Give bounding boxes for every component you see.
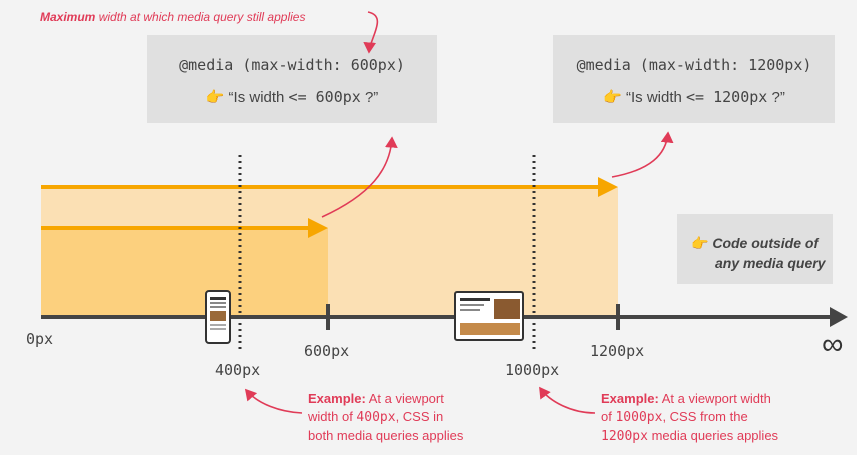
media-query-600-question: 👉 “Is width <= 600px ?” bbox=[205, 88, 379, 106]
range-600-band bbox=[41, 228, 328, 317]
media-query-600-box: @media (max-width: 600px) 👉 “Is width <=… bbox=[147, 35, 437, 123]
example-1000-note: Example: At a viewport width of 1000px, … bbox=[601, 391, 779, 444]
media-query-1200-box: @media (max-width: 1200px) 👉 “Is width <… bbox=[553, 35, 835, 123]
arrow-600-to-query bbox=[321, 136, 398, 218]
media-query-1200-code: @media (max-width: 1200px) bbox=[576, 56, 812, 74]
pointing-hand-icon: 👉 bbox=[691, 235, 709, 251]
pointing-hand-icon: 👉 bbox=[603, 89, 622, 106]
outside-media-query-box: 👉 Code outside of any media query bbox=[677, 214, 833, 284]
arrow-1200-to-query bbox=[611, 131, 674, 178]
annotation-arrow-top bbox=[363, 11, 379, 54]
outside-line-1: Code outside of bbox=[712, 235, 819, 251]
tablet-icon bbox=[454, 291, 524, 341]
example-400-note: Example: At a viewport width of 400px, C… bbox=[308, 391, 464, 443]
media-query-1200-question: 👉 “Is width <= 1200px ?” bbox=[603, 88, 785, 106]
phone-icon bbox=[205, 290, 231, 344]
outside-line-2: any media query bbox=[715, 255, 826, 271]
axis-label-1200px: 1200px bbox=[590, 342, 645, 360]
media-query-600-code: @media (max-width: 600px) bbox=[179, 56, 405, 74]
axis-label-400px: 400px bbox=[215, 361, 261, 379]
arrow-example-1000 bbox=[539, 386, 596, 414]
arrow-1200-head bbox=[598, 177, 618, 197]
infinity-icon: ∞ bbox=[822, 328, 844, 361]
axis-label-0px: 0px bbox=[26, 330, 54, 348]
axis-label-600px: 600px bbox=[304, 342, 350, 360]
arrow-600-head bbox=[308, 218, 328, 238]
pointing-hand-icon: 👉 bbox=[205, 89, 225, 106]
axis-arrowhead bbox=[830, 307, 848, 327]
max-width-annotation: Maximum width at which media query still… bbox=[40, 10, 306, 24]
arrow-example-400 bbox=[244, 388, 303, 414]
axis-label-1000px: 1000px bbox=[505, 361, 560, 379]
